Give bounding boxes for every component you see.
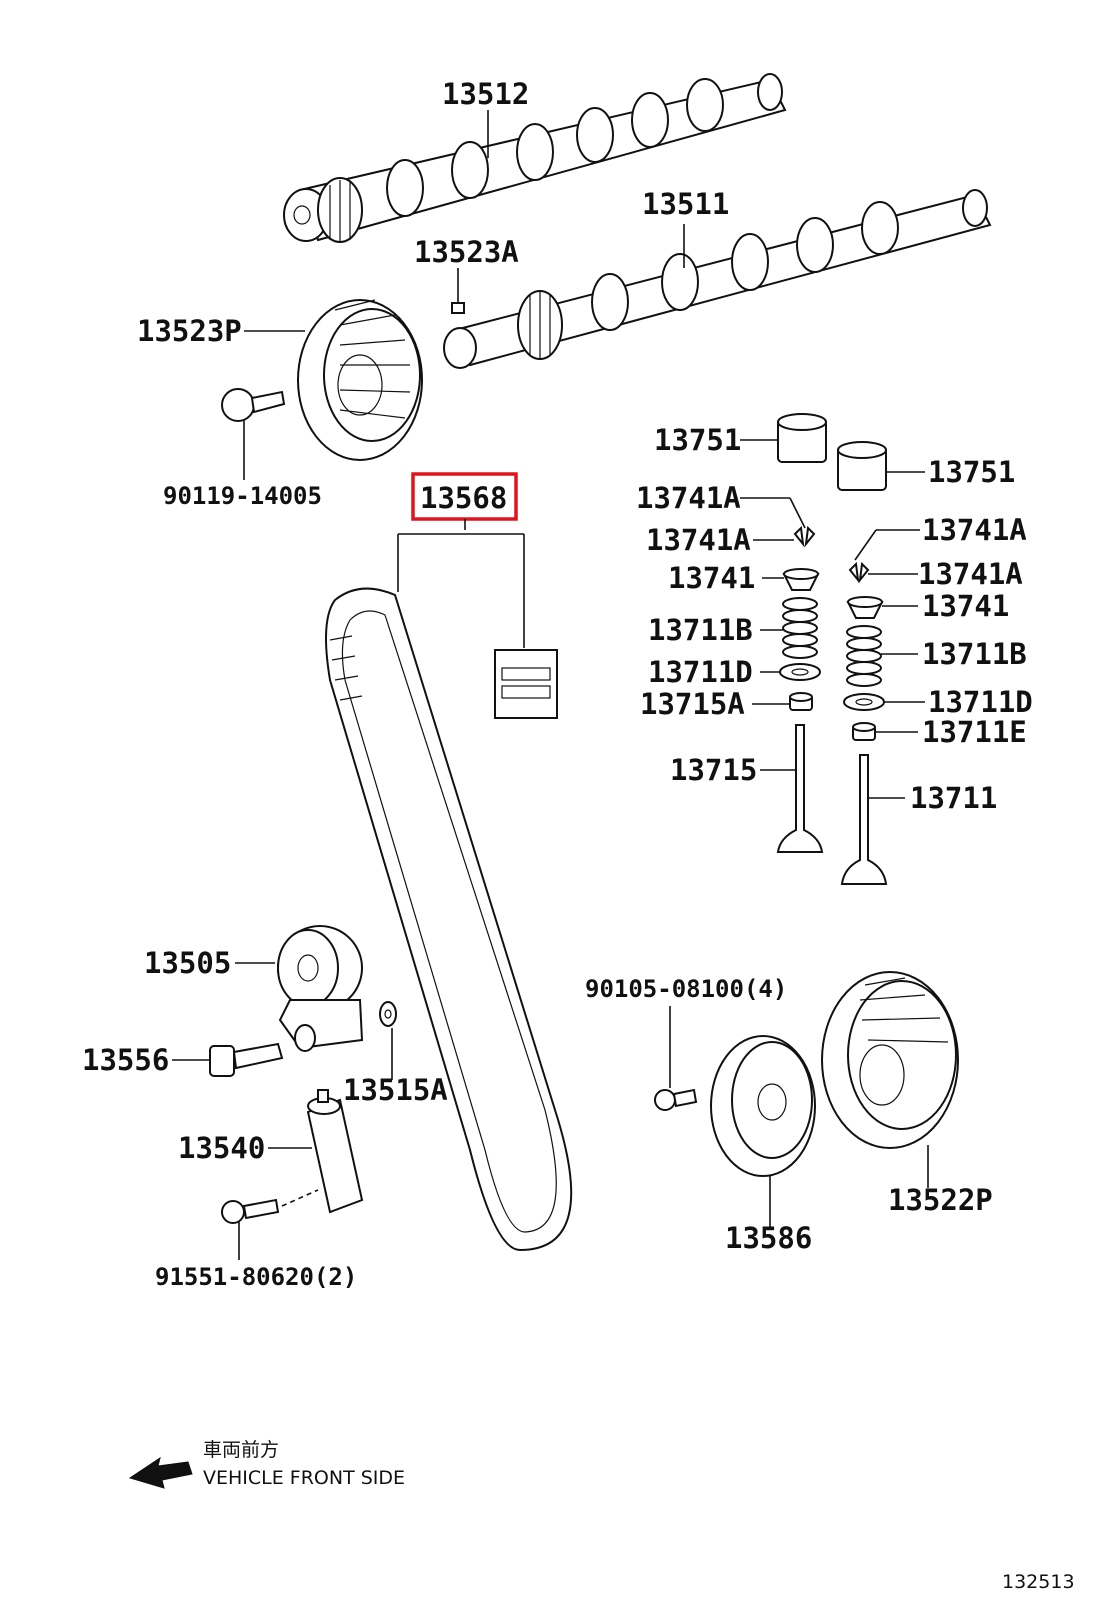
retainer-13741-left[interactable] <box>782 568 820 591</box>
label-13741A-2: 13741A <box>646 523 751 557</box>
camshaft-13512[interactable] <box>283 73 787 243</box>
bolt-90105-08100[interactable] <box>654 1088 698 1111</box>
pulley-13586[interactable] <box>710 1035 816 1177</box>
label-13751-left: 13751 <box>654 423 741 457</box>
spring-13711B-right[interactable] <box>846 625 882 687</box>
bolt-91551-80620[interactable] <box>221 1198 280 1224</box>
front-arrow-icon <box>128 1456 193 1489</box>
label-13741-left: 13741 <box>668 561 755 595</box>
label-13511: 13511 <box>642 187 729 221</box>
label-13515A: 13515A <box>343 1073 448 1107</box>
label-13556: 13556 <box>82 1043 169 1077</box>
lifter-13751-left[interactable] <box>777 413 827 463</box>
diagram-id: 132513 <box>1002 1571 1075 1593</box>
label-13711E: 13711E <box>922 715 1027 749</box>
seal-13711E[interactable] <box>852 722 876 741</box>
label-13711D-right: 13711D <box>928 685 1033 719</box>
label-13540: 13540 <box>178 1131 265 1165</box>
label-13741A-4: 13741A <box>918 557 1023 591</box>
label-13523P: 13523P <box>137 314 242 348</box>
label-90119-14005: 90119-14005 <box>163 482 322 510</box>
label-13715A: 13715A <box>640 687 745 721</box>
label-90105-08100: 90105-08100(4) <box>585 975 787 1003</box>
label-13711B-left: 13711B <box>648 613 753 647</box>
label-91551-80620: 91551-80620(2) <box>155 1263 357 1291</box>
label-13586: 13586 <box>725 1221 812 1255</box>
idler-pulley-13505[interactable] <box>277 925 364 1052</box>
retainer-13741-right[interactable] <box>846 596 884 619</box>
seal-13715A[interactable] <box>789 692 813 711</box>
label-13711B-right: 13711B <box>922 637 1027 671</box>
label-13568[interactable]: 13568 <box>420 481 507 515</box>
crank-pulley-13522P[interactable] <box>821 971 959 1149</box>
tensioner-13540[interactable] <box>306 1089 364 1214</box>
lifter-13751-right[interactable] <box>837 441 887 491</box>
direction-note-jp: 車両前方 <box>203 1439 279 1461</box>
label-13741A-1: 13741A <box>636 481 741 515</box>
spring-13711B-left[interactable] <box>782 597 818 659</box>
bolt-90119-14005[interactable] <box>221 388 286 422</box>
label-13711D-left: 13711D <box>648 655 753 689</box>
keeper-13741A-left[interactable] <box>793 525 816 548</box>
label-13751-right: 13751 <box>928 455 1015 489</box>
washer-13515A[interactable] <box>379 1001 397 1027</box>
label-13505: 13505 <box>144 946 231 980</box>
keeper-13741A-right[interactable] <box>848 561 870 584</box>
timing-belt-13568[interactable] <box>325 587 573 1252</box>
seat-13711D-left[interactable] <box>779 663 821 681</box>
label-13512: 13512 <box>442 77 529 111</box>
label-13711: 13711 <box>910 781 997 815</box>
label-13522P: 13522P <box>888 1183 993 1217</box>
camshaft-13511[interactable] <box>443 189 992 369</box>
key-13523A[interactable] <box>451 302 465 314</box>
belt-section-13568[interactable] <box>494 649 558 719</box>
label-13715: 13715 <box>670 753 757 787</box>
valve-13715[interactable] <box>776 724 824 853</box>
seat-13711D-right[interactable] <box>843 693 885 711</box>
label-13523A: 13523A <box>414 235 519 269</box>
label-13741A-3: 13741A <box>922 513 1027 547</box>
label-13741-right: 13741 <box>922 589 1009 623</box>
bolt-13556[interactable] <box>209 1042 284 1077</box>
cam-pulley-13523P[interactable] <box>297 299 423 461</box>
valve-13711[interactable] <box>840 754 888 885</box>
direction-note-en: VEHICLE FRONT SIDE <box>203 1467 405 1489</box>
